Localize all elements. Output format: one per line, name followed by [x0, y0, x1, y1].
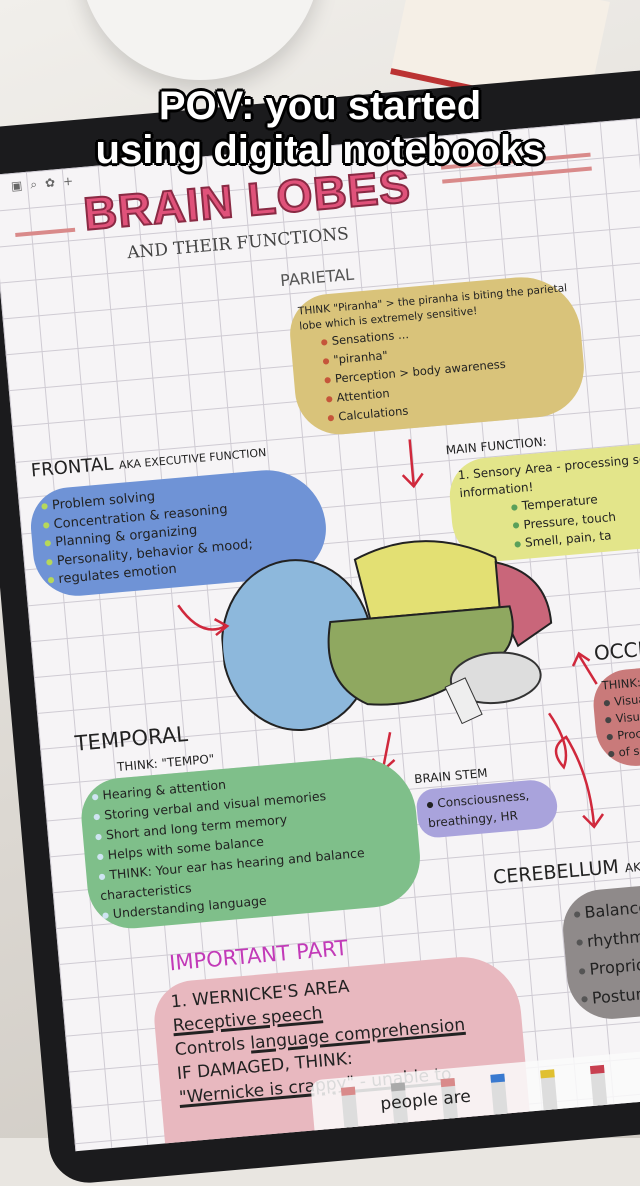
- arrow: [548, 712, 605, 829]
- arrow: [401, 439, 424, 489]
- list-item: Consciousness, breathingy, HR: [426, 785, 549, 832]
- arrow: [177, 604, 230, 637]
- caption-line: using digital notebooks: [95, 128, 545, 172]
- brain-illustration: [221, 540, 553, 731]
- arrow: [571, 651, 598, 685]
- occipital-heading: OCCIPIT: [592, 634, 640, 666]
- parietal-lobe: [353, 540, 506, 620]
- temporal-lobe: [327, 605, 514, 706]
- cerebellum: [449, 651, 542, 705]
- video-caption: POV: you started using digital notebooks: [0, 84, 640, 172]
- caption-line: POV: you started: [158, 84, 482, 128]
- notebook-page[interactable]: ▣ ⌕ ✿ + BRAIN LOBES AND THEIR FUNCTIONS …: [0, 115, 640, 1152]
- cerebellum-aka: AKA: MI: [624, 857, 640, 876]
- temporal-box: Hearing & attention Storing verbal and v…: [78, 752, 425, 933]
- brain-stem: [444, 677, 483, 725]
